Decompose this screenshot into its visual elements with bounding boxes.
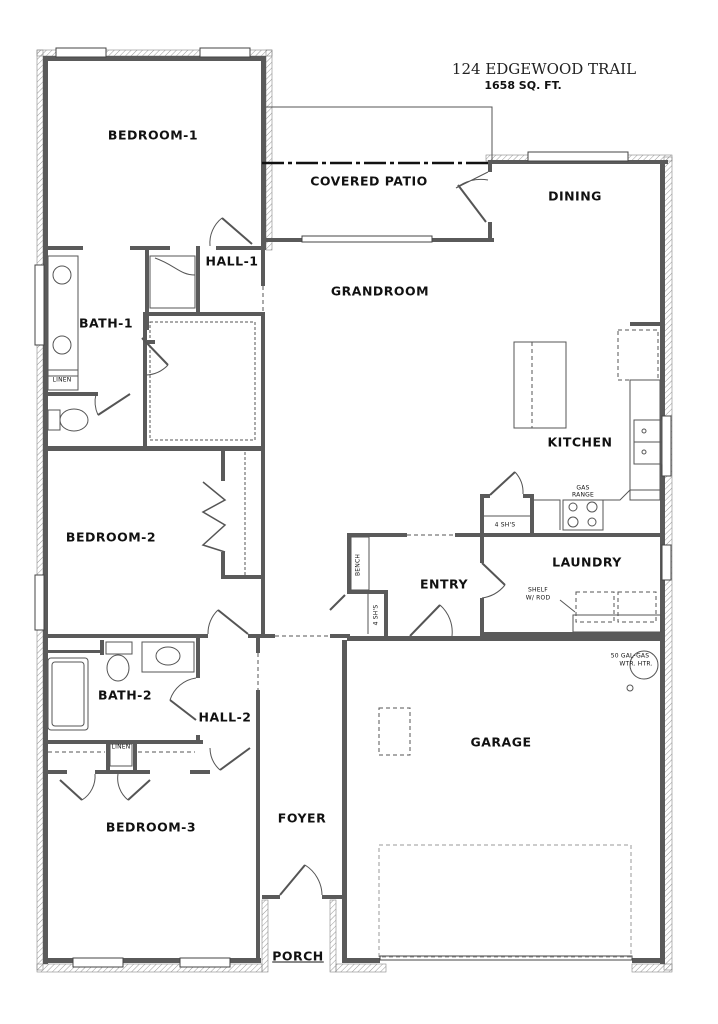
kitchen-shelves-label: 4 SH'S [494, 521, 516, 529]
water-heater-label: 50 GAL-GAS [610, 652, 650, 660]
room-label-bath-2: BATH-2 [97, 687, 153, 703]
address-title: 124 EDGEWOOD TRAIL [451, 60, 637, 78]
room-label-porch: PORCH [272, 948, 324, 964]
square-footage: 1658 SQ. FT. [484, 79, 562, 92]
linen-closet-label-2: LINEN [111, 743, 131, 751]
bench-label: BENCH [354, 553, 362, 577]
room-label-hall-1: HALL-1 [205, 253, 259, 269]
room-label-foyer: FOYER [277, 810, 327, 826]
gas-range-label-2: RANGE [572, 491, 594, 499]
room-label-grandroom: GRANDROOM [330, 283, 430, 299]
windows [34, 47, 672, 968]
shelf-label: SHELF [528, 586, 548, 594]
room-label-kitchen: KITCHEN [547, 434, 613, 450]
room-label-hall-2: HALL-2 [198, 709, 252, 725]
room-label-dining: DINING [548, 188, 602, 204]
room-label-bedroom-2: BEDROOM-2 [65, 529, 157, 545]
linen-closet-label: LINEN [52, 376, 72, 384]
garage-door [378, 844, 633, 961]
entry-shelves-label: 4 SH'S [372, 604, 380, 626]
water-heater-label-2: WTR. HTR. [619, 660, 653, 668]
gas-range-label: GAS [576, 484, 590, 492]
fixtures [47, 255, 663, 767]
shelf-rod-label: W/ ROD [525, 594, 551, 602]
room-label-covered-patio: COVERED PATIO [310, 173, 428, 189]
room-label-bath-1: BATH-1 [78, 315, 134, 331]
doors [59, 171, 524, 896]
openings [257, 286, 455, 690]
room-label-bedroom-3: BEDROOM-3 [105, 819, 197, 835]
patio-outline [262, 106, 493, 165]
room-label-entry: ENTRY [419, 576, 469, 592]
room-label-garage: GARAGE [470, 734, 532, 750]
room-label-laundry: LAUNDRY [552, 554, 622, 570]
room-label-bedroom-1: BEDROOM-1 [107, 127, 199, 143]
